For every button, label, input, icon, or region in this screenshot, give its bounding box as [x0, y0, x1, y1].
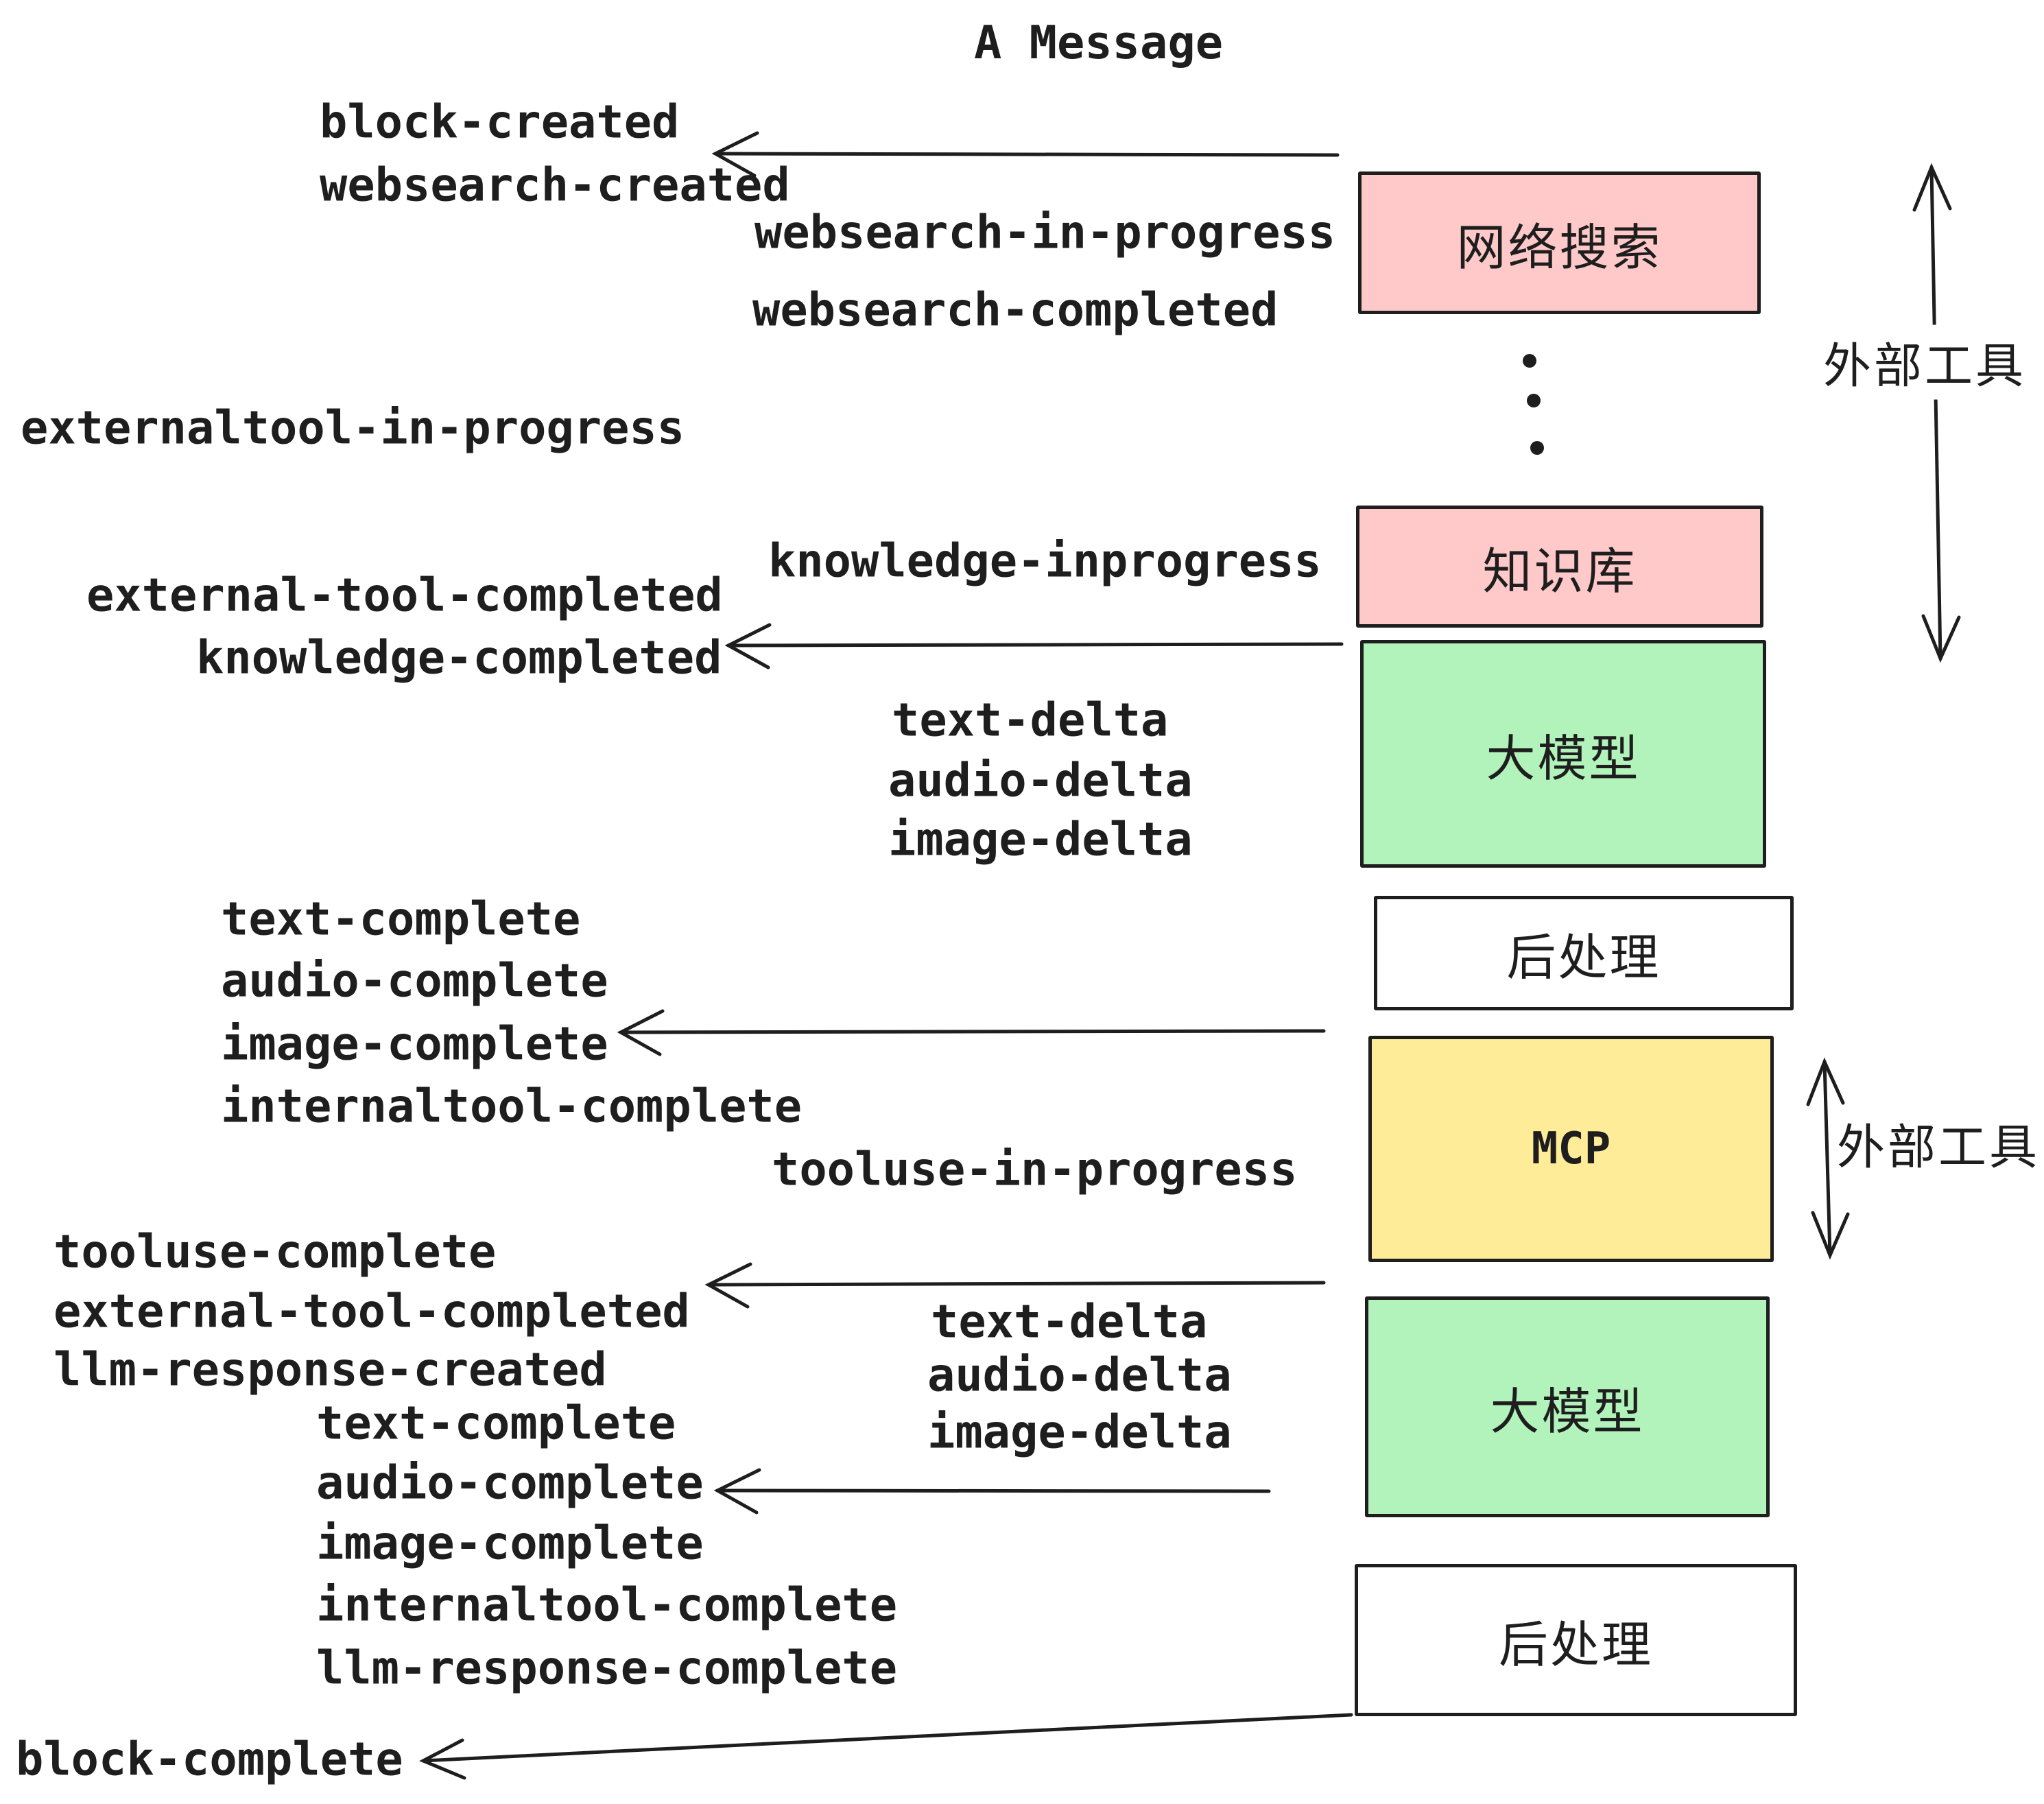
- box-label: MCP: [1531, 1124, 1611, 1174]
- box-postprocess-1: 后处理: [1374, 896, 1794, 1010]
- arrow-image-complete: [617, 1009, 1326, 1056]
- event-image-delta-2: image-delta: [927, 1405, 1232, 1459]
- double-arrow-external-tools-top: [1912, 163, 1961, 663]
- event-text-complete-2: text-complete: [316, 1396, 676, 1450]
- page-title: A Message: [974, 16, 1224, 69]
- box-llm-1: 大模型: [1360, 640, 1766, 868]
- event-text-complete: text-complete: [221, 892, 581, 946]
- event-audio-complete: audio-complete: [221, 953, 608, 1008]
- arrow-audio-complete: [713, 1468, 1271, 1515]
- box-label: 知识库: [1482, 542, 1637, 600]
- box-mcp: MCP: [1368, 1036, 1774, 1262]
- event-knowledge-inprogress: knowledge-inprogress: [768, 534, 1322, 588]
- event-audio-delta-2: audio-delta: [927, 1348, 1232, 1402]
- event-external-tool-completed-2: external-tool-completed: [54, 1284, 690, 1338]
- event-text-delta-2: text-delta: [931, 1294, 1208, 1349]
- box-llm-2: 大模型: [1365, 1296, 1770, 1517]
- box-label: 后处理: [1506, 929, 1661, 986]
- vertical-ellipsis-icon: [1523, 354, 1544, 455]
- event-knowledge-completed: knowledge-completed: [196, 630, 722, 685]
- event-websearch-completed: websearch-completed: [752, 283, 1279, 337]
- event-image-complete-2: image-complete: [316, 1516, 704, 1570]
- annotation-external-tools-mcp: 外部工具: [1837, 1119, 2040, 1176]
- box-postprocess-2: 后处理: [1355, 1564, 1797, 1716]
- box-knowledge: 知识库: [1356, 506, 1763, 628]
- box-label: 大模型: [1486, 729, 1641, 787]
- event-llm-response-complete: llm-response-complete: [316, 1641, 898, 1695]
- event-block-complete: block-complete: [16, 1732, 403, 1786]
- arrow-knowledge-completed: [724, 623, 1344, 669]
- arrow-block-complete: [419, 1713, 1353, 1780]
- event-websearch-in-progress: websearch-in-progress: [754, 205, 1336, 259]
- event-tooluse-in-progress: tooluse-in-progress: [772, 1142, 1298, 1196]
- annotation-external-tools-top: 外部工具: [1816, 324, 2033, 400]
- arrow-tooluse-complete: [704, 1262, 1326, 1309]
- event-image-complete: image-complete: [221, 1017, 608, 1071]
- event-audio-complete-2: audio-complete: [316, 1456, 704, 1510]
- event-tooluse-complete: tooluse-complete: [54, 1224, 497, 1279]
- event-block-created: block-created: [320, 95, 680, 149]
- event-llm-response-created: llm-response-created: [54, 1342, 607, 1397]
- event-text-delta: text-delta: [892, 693, 1169, 747]
- event-external-tool-completed: external-tool-completed: [86, 568, 723, 622]
- event-externaltool-in-progress: externaltool-in-progress: [21, 401, 685, 455]
- box-label: 后处理: [1498, 1615, 1653, 1674]
- double-arrow-external-tools-mcp: [1806, 1057, 1850, 1260]
- event-audio-delta: audio-delta: [888, 753, 1193, 807]
- event-internaltool-complete-2: internaltool-complete: [316, 1578, 898, 1632]
- box-label: 网络搜索: [1456, 218, 1663, 276]
- arrow-block-created: [711, 131, 1340, 178]
- event-image-delta: image-delta: [888, 812, 1193, 866]
- event-internaltool-complete: internaltool-complete: [221, 1079, 803, 1133]
- event-websearch-created: websearch-created: [320, 158, 790, 212]
- box-websearch: 网络搜索: [1358, 171, 1761, 314]
- box-label: 大模型: [1490, 1382, 1645, 1440]
